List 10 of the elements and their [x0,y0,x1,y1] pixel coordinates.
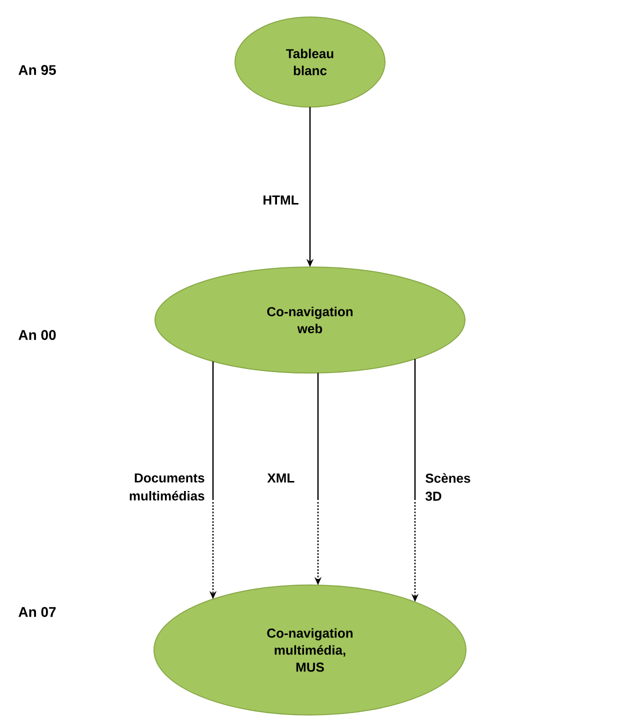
edge-label: XML [267,474,294,482]
year-label: An 95 [18,65,56,75]
year-label: An 00 [18,330,56,340]
year-label: An 07 [18,607,56,617]
ellipse-node: Co-navigation web [154,266,466,374]
ellipse-node: Co-navigation multimédia, MUS [154,584,466,716]
edge-label: Documents multimédias [130,473,204,501]
edge-label: HTML [264,196,298,204]
edge-label: Scènes 3D [426,473,470,501]
ellipse-node: Tableau blanc [234,16,386,108]
